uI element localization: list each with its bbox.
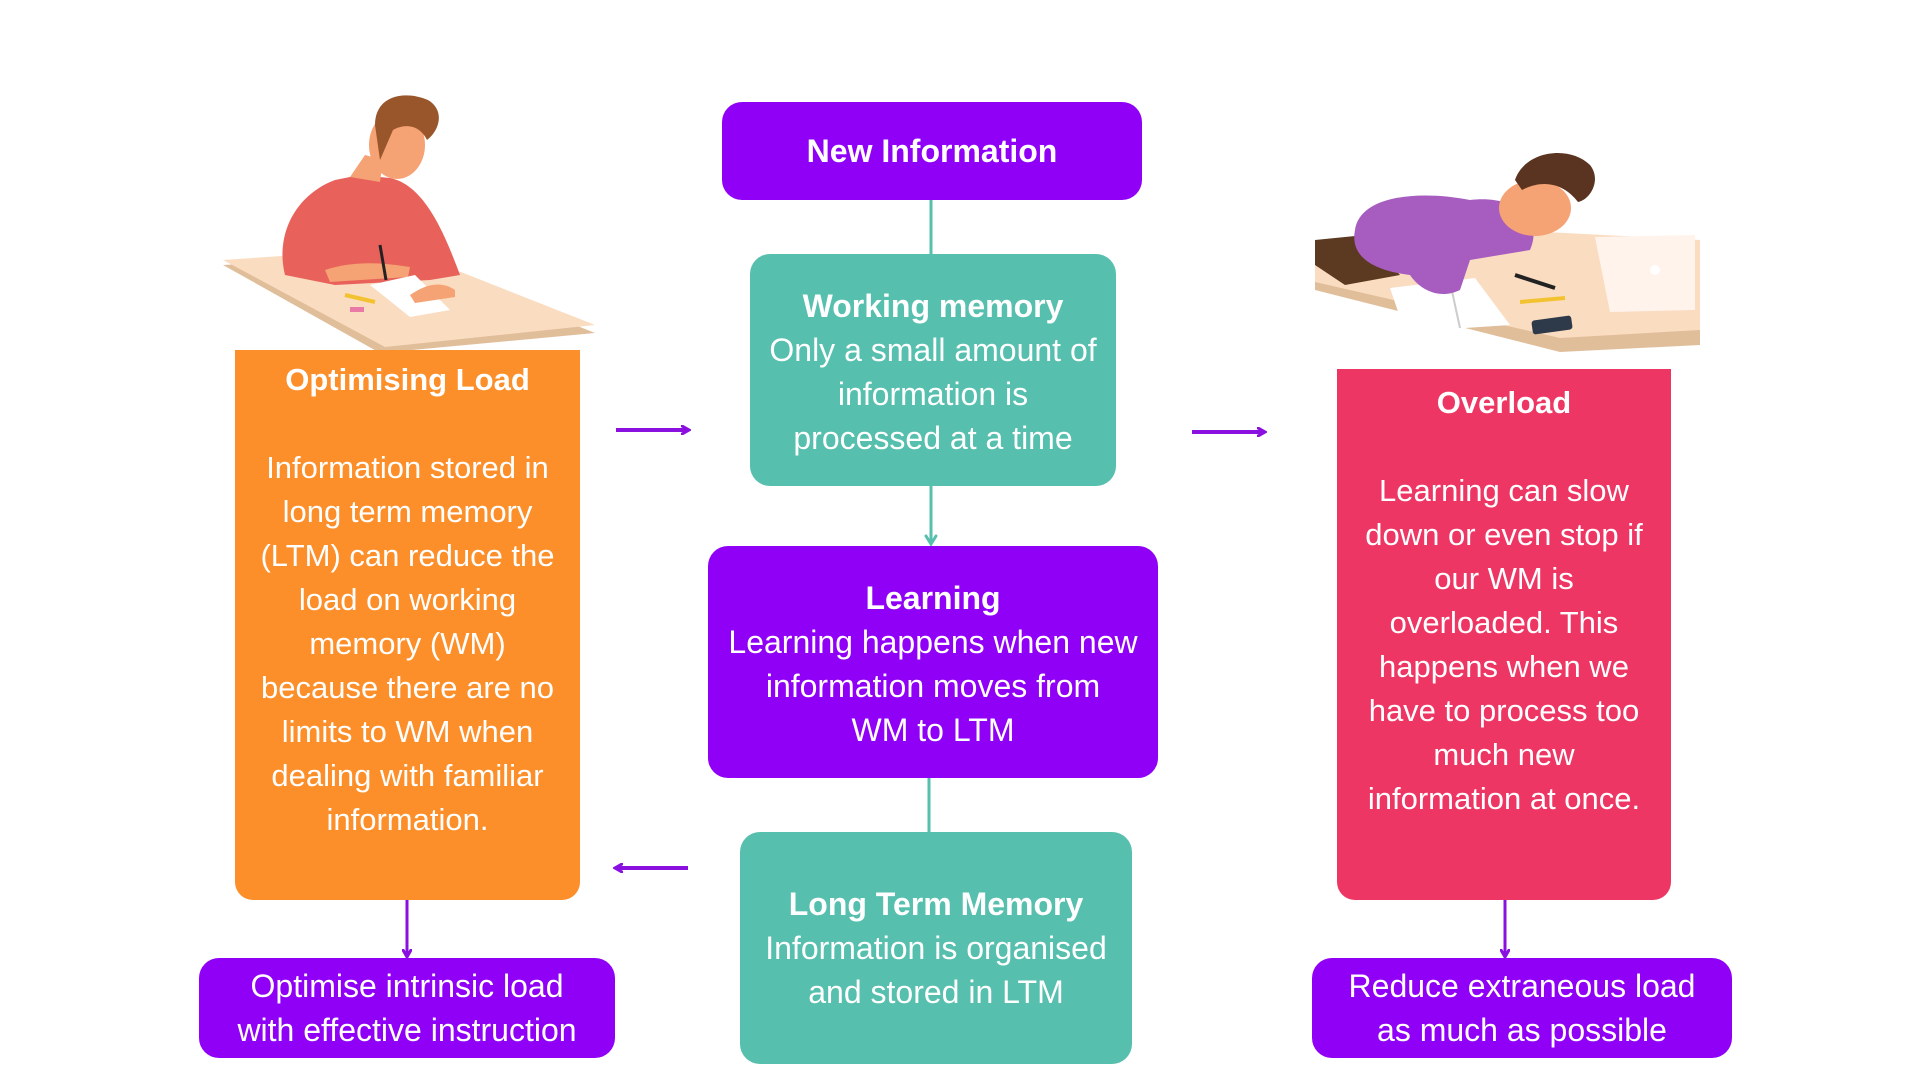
node-optimising-load: Optimising Load Information stored in lo…	[235, 350, 580, 900]
node-working-memory: Working memory Only a small amount of in…	[750, 254, 1116, 486]
node-body: Information stored in long term memory (…	[260, 450, 555, 837]
student-writing-icon	[223, 95, 595, 353]
node-body: Information is organised and stored in L…	[765, 930, 1107, 1010]
student-sleeping-icon	[1315, 153, 1700, 352]
node-new-information: New Information	[722, 102, 1142, 200]
node-title: Optimising Load	[285, 362, 530, 397]
node-body: Optimise intrinsic load with effective i…	[237, 968, 577, 1048]
node-body: Reduce extraneous load as much as possib…	[1348, 968, 1696, 1048]
node-overload: Overload Learning can slow down or even …	[1337, 369, 1671, 900]
node-reduce-extraneous-load: Reduce extraneous load as much as possib…	[1312, 958, 1732, 1058]
node-title: New Information	[806, 132, 1058, 169]
node-title: Working memory	[802, 288, 1064, 324]
node-optimise-intrinsic-load: Optimise intrinsic load with effective i…	[199, 958, 615, 1058]
node-title: Long Term Memory	[788, 886, 1084, 922]
node-body: Learning happens when new information mo…	[728, 624, 1138, 748]
node-title: Learning	[865, 580, 1001, 616]
node-learning: Learning Learning happens when new infor…	[708, 546, 1158, 778]
node-body: Only a small amount of information is pr…	[769, 332, 1097, 456]
node-body: Learning can slow down or even stop if o…	[1365, 473, 1643, 816]
node-long-term-memory: Long Term Memory Information is organise…	[740, 832, 1132, 1064]
node-title: Overload	[1436, 385, 1572, 420]
